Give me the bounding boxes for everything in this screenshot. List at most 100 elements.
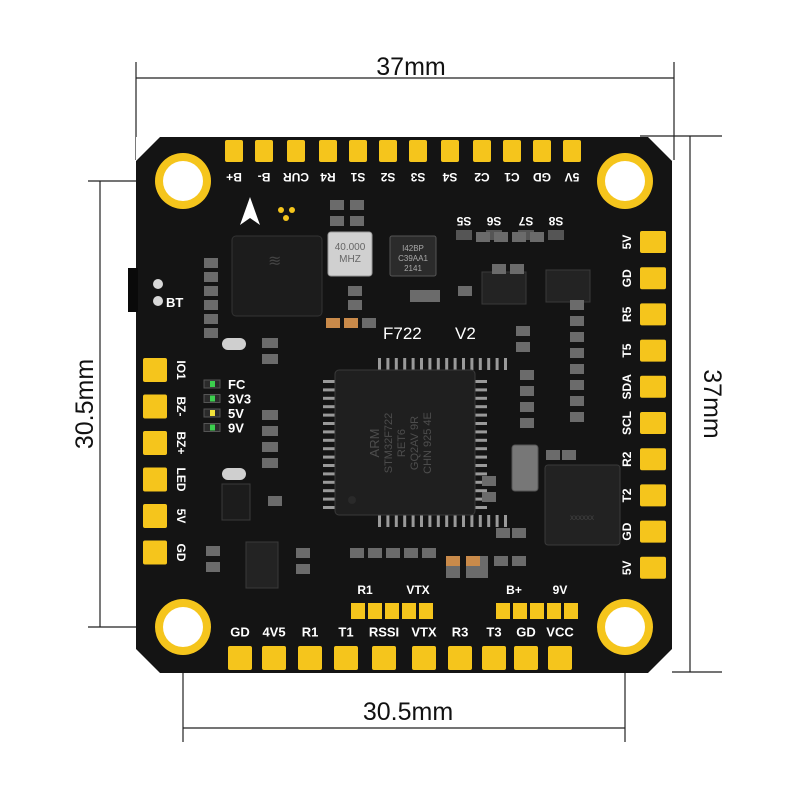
smd-part [494, 232, 508, 242]
servo-pad-label: S5 [456, 214, 471, 228]
bottom-pad[interactable] [228, 646, 252, 670]
mcu-pin [428, 358, 432, 370]
smd-part [262, 338, 278, 348]
inner-pad[interactable] [547, 603, 561, 619]
bottom-pad[interactable] [514, 646, 538, 670]
mcu-pin [475, 380, 487, 383]
inner-pad[interactable] [530, 603, 544, 619]
right-pad[interactable] [640, 448, 666, 471]
smd-part [204, 300, 218, 310]
bottom-pad[interactable] [448, 646, 472, 670]
top-pad[interactable] [349, 140, 367, 162]
inner-pad[interactable] [419, 603, 433, 619]
right-pad[interactable] [640, 484, 666, 507]
mcu-body [334, 369, 476, 516]
top-pad[interactable] [255, 140, 273, 162]
top-pad[interactable] [379, 140, 397, 162]
capacitor [446, 556, 460, 566]
imu-body [389, 235, 437, 277]
left-pad[interactable] [143, 504, 167, 528]
bottom-pad[interactable] [548, 646, 572, 670]
mcu-pin [323, 447, 335, 451]
crystal-body [327, 231, 373, 277]
bottom-pad[interactable] [298, 646, 322, 670]
mcu-marking-line: CHN 925 4E [422, 412, 434, 474]
crystal: 40.000 MHZ [327, 231, 373, 277]
bottom-pad[interactable] [412, 646, 436, 670]
crystal-freq: 40.000 [335, 242, 366, 253]
top-pad[interactable] [533, 140, 551, 162]
smd-components [204, 200, 584, 578]
solder-jumper-2 [222, 468, 246, 480]
right-pad[interactable] [640, 339, 666, 362]
bottom-pad[interactable] [482, 646, 506, 670]
mcu-marking-line: ARM [367, 429, 382, 458]
top-pad[interactable] [225, 140, 243, 162]
inner-pad[interactable] [385, 603, 399, 619]
left-pad[interactable] [143, 358, 167, 382]
bottom-pad[interactable] [262, 646, 286, 670]
left-pad[interactable] [143, 431, 167, 455]
inner-pad[interactable] [368, 603, 382, 619]
smd-part [368, 548, 382, 558]
mcu-pin [495, 358, 499, 370]
top-pad[interactable] [441, 140, 459, 162]
mcu-pin [420, 515, 423, 527]
smd-part [386, 548, 400, 558]
right-pad[interactable] [640, 412, 666, 434]
left-pad-label: BZ- [174, 397, 188, 417]
smd-part [350, 200, 364, 210]
mount-hole-bl [163, 607, 203, 647]
mcu-pin [323, 480, 335, 484]
top-pad[interactable] [319, 140, 337, 162]
top-pad[interactable] [287, 140, 305, 162]
bt-button: BT [153, 279, 183, 310]
corner-notch-br [648, 649, 672, 673]
bottom-pad[interactable] [334, 646, 358, 670]
left-pad[interactable] [143, 540, 167, 565]
left-pad[interactable] [143, 394, 167, 419]
inner-pad-label: 9V [553, 583, 568, 597]
baro-chip: xxxxxx [544, 464, 621, 546]
version-label: V2 [455, 324, 476, 343]
inner-pad[interactable] [402, 603, 416, 619]
top-pad-label: R4 [320, 170, 336, 184]
bottom-pad-label: VTX [411, 624, 437, 639]
bottom-pad[interactable] [372, 646, 396, 670]
crystal-unit: MHZ [339, 254, 361, 265]
right-pad[interactable] [640, 303, 666, 326]
right-pad-label: SDA [620, 374, 634, 400]
bottom-pad-label: VCC [546, 624, 574, 639]
mcu-pin [453, 358, 457, 370]
bottom-pad-label: 4V5 [262, 624, 285, 639]
left-pad-label: GD [174, 544, 188, 562]
right-pad[interactable] [640, 375, 666, 398]
inner-pad[interactable] [564, 603, 578, 619]
mcu-pin [504, 515, 507, 527]
inner-pad[interactable] [496, 603, 510, 619]
bottom-pad-label: R1 [302, 624, 319, 639]
mcu-pin1-dot [348, 496, 356, 504]
mcu-pin [323, 489, 335, 493]
bt-module: ≋ [231, 235, 323, 317]
inner-pad[interactable] [513, 603, 527, 619]
right-pad[interactable] [640, 267, 666, 290]
top-pad[interactable] [563, 140, 581, 162]
corner-notch-tr [648, 137, 672, 161]
right-pad[interactable] [640, 231, 666, 253]
top-pad-label: 5V [565, 170, 580, 184]
right-pad[interactable] [640, 520, 666, 543]
right-pad[interactable] [640, 556, 666, 579]
inner-pad[interactable] [351, 603, 365, 619]
led-label: FC [228, 377, 246, 392]
top-pad[interactable] [473, 140, 491, 162]
left-pad[interactable] [143, 467, 167, 492]
mcu-label: F722 [383, 324, 422, 343]
top-pad[interactable] [503, 140, 521, 162]
regulator-bottom [245, 541, 279, 589]
mcu-pin [378, 515, 381, 527]
mcu-marking-line: STM32F722 [383, 413, 395, 474]
top-pad[interactable] [409, 140, 427, 162]
mcu-pin [386, 358, 390, 370]
